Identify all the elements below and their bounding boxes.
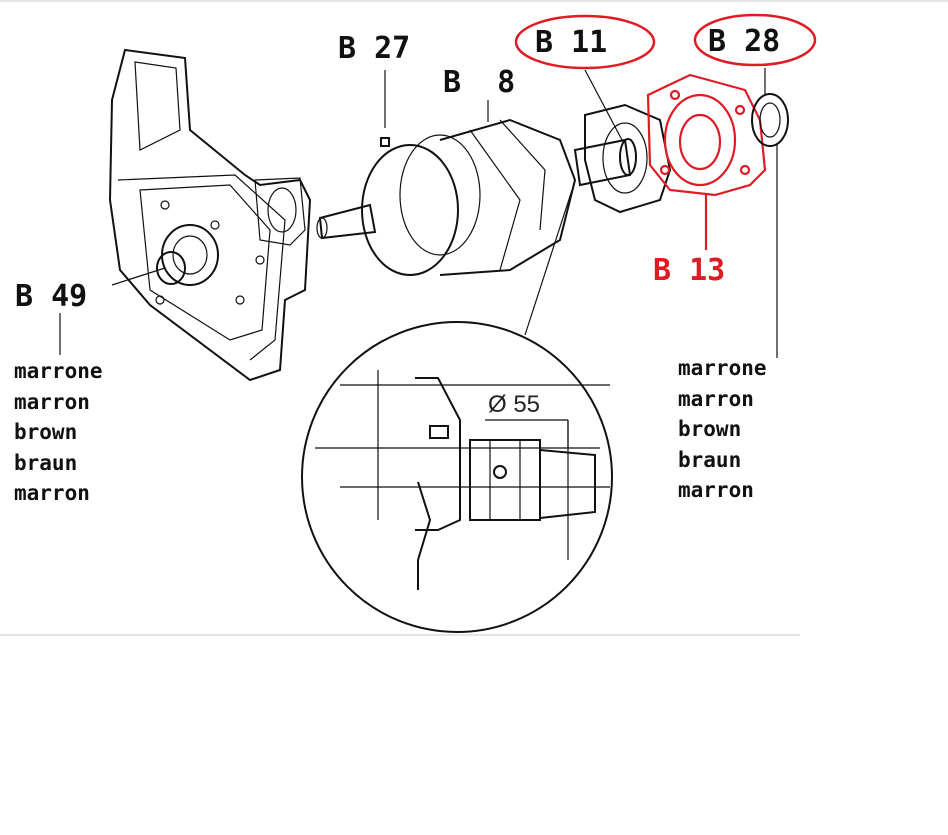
diameter-label: Ø 55 bbox=[488, 391, 540, 418]
leader-b11 bbox=[584, 69, 623, 141]
color-right-it: marrone bbox=[678, 356, 767, 380]
color-left-de: braun bbox=[14, 451, 77, 475]
highlight-ring-b11 bbox=[514, 14, 656, 70]
highlight-ring-b28 bbox=[693, 13, 817, 67]
label-b11: B 11 bbox=[535, 25, 607, 60]
crankshaft-drawing bbox=[316, 118, 637, 276]
oil-seal-b28-drawing bbox=[751, 93, 789, 147]
color-right-en: brown bbox=[678, 417, 741, 441]
label-b13: B 13 bbox=[653, 253, 725, 288]
label-b8: B 8 bbox=[443, 65, 515, 100]
label-b49: B 49 bbox=[15, 279, 87, 314]
color-left-en: brown bbox=[14, 420, 77, 444]
leader-b49 bbox=[111, 267, 166, 286]
color-right-fr: marron bbox=[678, 387, 754, 411]
color-legend-right: marrone marron brown braun marron bbox=[678, 356, 767, 502]
label-b27: B 27 bbox=[338, 31, 410, 66]
gasket-b11-drawing bbox=[584, 103, 672, 214]
color-left-fr: marron bbox=[14, 390, 90, 414]
color-legend-left: marrone marron brown braun marron bbox=[14, 359, 103, 505]
color-left-es: marron bbox=[14, 481, 90, 505]
bearing-cover-b13-drawing bbox=[646, 73, 767, 197]
color-right-de: braun bbox=[678, 448, 741, 472]
detail-magnifier bbox=[301, 189, 613, 633]
label-b28: B 28 bbox=[708, 24, 780, 59]
plug-b27-drawing bbox=[380, 137, 390, 147]
color-left-it: marrone bbox=[14, 359, 103, 383]
crankcase-half-drawing bbox=[108, 48, 312, 382]
color-right-es: marron bbox=[678, 478, 754, 502]
